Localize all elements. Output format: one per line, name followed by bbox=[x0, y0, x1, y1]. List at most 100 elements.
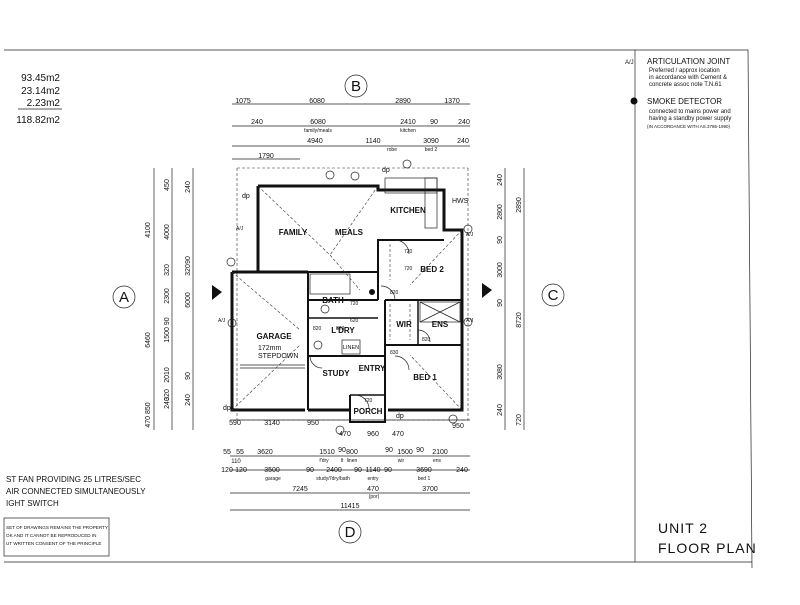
area-schedule: 93.45m2 23.14m2 2.23m2 118.82m2 bbox=[16, 73, 62, 126]
svg-text:connected to mains power and: connected to mains power and bbox=[649, 109, 731, 115]
svg-text:3140: 3140 bbox=[264, 420, 280, 427]
room-wir: WIR bbox=[396, 320, 412, 329]
svg-text:OK AND IT CANNOT BE REPRODUCED: OK AND IT CANNOT BE REPRODUCED IN bbox=[6, 533, 96, 538]
room-entry: ENTRY bbox=[359, 364, 386, 373]
svg-text:110: 110 bbox=[231, 459, 241, 465]
svg-text:240: 240 bbox=[497, 404, 504, 416]
svg-text:55: 55 bbox=[223, 449, 231, 456]
smoke-detector-icon bbox=[369, 289, 375, 295]
svg-text:240: 240 bbox=[185, 181, 192, 193]
svg-text:240: 240 bbox=[164, 397, 171, 409]
hot-water-system-marker: HWS bbox=[452, 198, 469, 205]
room-study: STUDY bbox=[322, 369, 350, 378]
svg-text:AIR CONNECTED SIMULTANEOUSLY: AIR CONNECTED SIMULTANEOUSLY bbox=[6, 487, 146, 496]
svg-text:bed 1: bed 1 bbox=[418, 476, 431, 482]
svg-text:(por): (por) bbox=[369, 494, 380, 500]
window-marker-icon bbox=[350, 171, 360, 181]
room-bath: BATH bbox=[322, 296, 344, 305]
svg-text:A/J: A/J bbox=[218, 318, 226, 324]
room-linen: LINEN bbox=[343, 345, 359, 351]
grid-marker-a bbox=[112, 285, 136, 309]
svg-text:wir: wir bbox=[398, 458, 405, 464]
svg-text:1510: 1510 bbox=[319, 449, 335, 456]
annotations: 720 720 720 820 820 820 830 820 720 620 … bbox=[218, 159, 474, 435]
area-total: 118.82m2 bbox=[16, 115, 60, 126]
svg-text:4100: 4100 bbox=[145, 222, 152, 238]
bath-tub bbox=[309, 273, 351, 295]
room-bed2: BED 2 bbox=[420, 265, 444, 274]
svg-text:A/J: A/J bbox=[466, 318, 474, 324]
svg-text:240: 240 bbox=[457, 138, 469, 145]
svg-text:450: 450 bbox=[164, 179, 171, 191]
svg-text:UT WRITTEN CONSENT OF THE PRIN: UT WRITTEN CONSENT OF THE PRINCIPLE bbox=[6, 541, 101, 546]
area-porch: 2.23m2 bbox=[27, 98, 61, 109]
svg-text:robe: robe bbox=[387, 147, 397, 153]
svg-text:2300: 2300 bbox=[164, 288, 171, 304]
section-arrow-right-icon bbox=[482, 283, 492, 298]
grid-marker-b bbox=[344, 74, 368, 98]
svg-text:2100: 2100 bbox=[432, 449, 448, 456]
roof-lines bbox=[231, 167, 469, 421]
svg-text:950: 950 bbox=[452, 423, 464, 430]
svg-text:620: 620 bbox=[350, 318, 359, 324]
svg-text:lt: lt bbox=[341, 458, 344, 464]
building-walls bbox=[230, 177, 464, 423]
svg-text:D: D bbox=[345, 524, 356, 541]
svg-text:2400: 2400 bbox=[326, 467, 342, 474]
linen-cupboard bbox=[341, 339, 361, 355]
svg-text:Preferred / approx location: Preferred / approx location bbox=[649, 68, 720, 74]
doors bbox=[309, 239, 431, 410]
room-ensuite: ENS bbox=[432, 320, 449, 329]
svg-text:3080: 3080 bbox=[497, 364, 504, 380]
svg-text:120: 120 bbox=[235, 467, 247, 474]
svg-text:950: 950 bbox=[307, 420, 319, 427]
svg-text:garage: garage bbox=[265, 476, 281, 482]
window-marker-icon bbox=[227, 318, 237, 328]
dimension-lines bbox=[153, 103, 525, 511]
svg-text:8720: 8720 bbox=[516, 312, 523, 328]
svg-text:470: 470 bbox=[392, 431, 404, 438]
svg-text:2010: 2010 bbox=[164, 367, 171, 383]
svg-text:90: 90 bbox=[354, 467, 362, 474]
svg-text:IGHT SWITCH: IGHT SWITCH bbox=[6, 499, 59, 508]
svg-text:2890: 2890 bbox=[516, 197, 523, 213]
svg-text:1075: 1075 bbox=[235, 98, 251, 105]
section-arrow-left-icon bbox=[212, 285, 222, 300]
svg-text:3500: 3500 bbox=[264, 467, 280, 474]
svg-text:6080: 6080 bbox=[310, 119, 326, 126]
svg-text:family/meals: family/meals bbox=[304, 128, 332, 134]
basin-icon bbox=[320, 304, 330, 314]
dims-left: 4100 6460 470 850 450 4000 320 2300 1500… bbox=[145, 179, 192, 428]
laundry-tub-icon bbox=[313, 340, 323, 350]
downpipe-marker: dp bbox=[382, 167, 390, 174]
svg-text:120: 120 bbox=[221, 467, 233, 474]
room-porch: PORCH bbox=[354, 407, 383, 416]
window-marker-icon bbox=[463, 224, 473, 234]
copyright-box: SET OF DRAWINGS REMAINS THE PROPERTY OK … bbox=[3, 517, 110, 557]
svg-text:3690: 3690 bbox=[416, 467, 432, 474]
svg-text:linen: linen bbox=[347, 458, 358, 464]
svg-text:90: 90 bbox=[384, 467, 392, 474]
svg-text:240: 240 bbox=[185, 394, 192, 406]
svg-text:240: 240 bbox=[251, 119, 263, 126]
svg-text:240: 240 bbox=[458, 119, 470, 126]
svg-text:4940: 4940 bbox=[307, 138, 323, 145]
svg-text:4000: 4000 bbox=[164, 224, 171, 240]
svg-text:bed 2: bed 2 bbox=[425, 147, 438, 153]
svg-text:A/J: A/J bbox=[236, 226, 244, 232]
svg-text:B: B bbox=[351, 78, 361, 95]
svg-text:90: 90 bbox=[185, 372, 192, 380]
svg-text:C: C bbox=[548, 287, 559, 304]
svg-text:55: 55 bbox=[236, 449, 244, 456]
svg-text:240: 240 bbox=[497, 174, 504, 186]
svg-text:3620: 3620 bbox=[257, 449, 273, 456]
svg-text:dp: dp bbox=[223, 405, 231, 412]
room-garage: GARAGE bbox=[256, 332, 292, 341]
svg-text:SET OF DRAWINGS REMAINS THE PR: SET OF DRAWINGS REMAINS THE PROPERTY bbox=[6, 525, 108, 530]
dims-top: 1075 6080 2890 1370 240 6080 2410 90 240… bbox=[235, 98, 470, 160]
svg-text:590: 590 bbox=[229, 420, 241, 427]
sheet-border bbox=[4, 49, 753, 569]
svg-text:7245: 7245 bbox=[292, 486, 308, 493]
svg-text:f'dry: f'dry bbox=[319, 458, 329, 464]
